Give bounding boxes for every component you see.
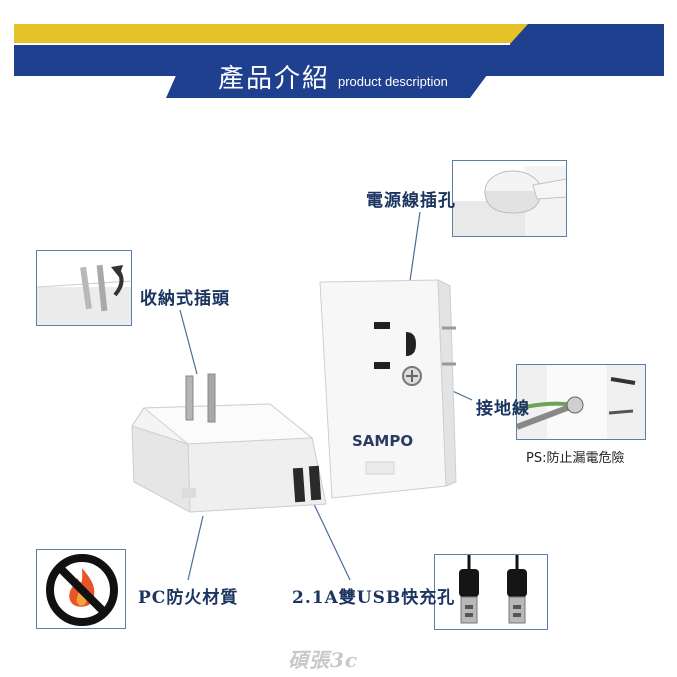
- header-banner: [14, 24, 664, 98]
- ground-wire-image: [517, 365, 645, 439]
- product-illustration: SAMPO: [131, 279, 457, 513]
- power-cord-plug-image: [453, 166, 566, 236]
- usb-cables-image: [459, 555, 527, 624]
- ground-wire-note: PS:防止漏電危險: [526, 451, 625, 466]
- no-fire-icon: [46, 554, 118, 626]
- page-title: 產品介紹: [218, 64, 331, 94]
- ground-wire-inset: [516, 364, 646, 440]
- retractable-plug-inset: [36, 250, 132, 326]
- pc-material-inset: [36, 549, 126, 629]
- page-subtitle: product description: [338, 74, 448, 89]
- callout-power-cord-socket: 電源線插孔: [366, 191, 456, 211]
- callout-pc-material: PC防火材質: [138, 588, 239, 608]
- callout-usb-port: 2.1A雙USB快充孔: [292, 588, 456, 608]
- power-cord-socket-inset: [452, 160, 567, 237]
- watermark: 碩張3c: [288, 648, 359, 672]
- callout-ground-wire: 接地線: [476, 399, 530, 419]
- callout-retractable-plug: 收納式插頭: [140, 289, 230, 309]
- retractable-plug-image: [37, 264, 131, 325]
- sampo-logo: SAMPO: [352, 432, 413, 450]
- usb-port-inset: [434, 554, 548, 630]
